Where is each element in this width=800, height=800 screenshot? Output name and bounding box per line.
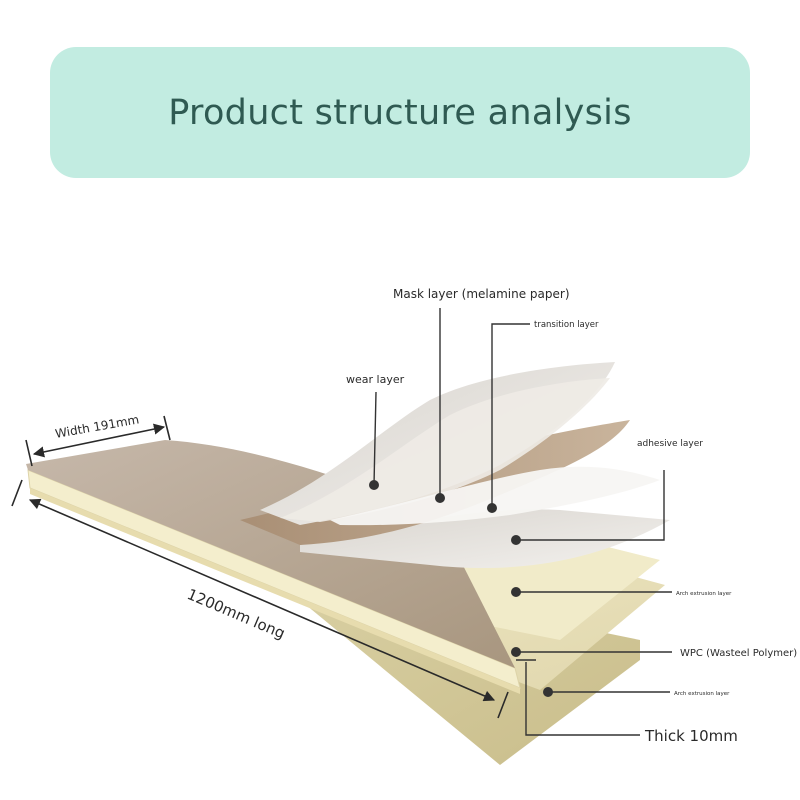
dot-mask (435, 493, 445, 503)
label-wpc: WPC (Wasteel Polymer) (680, 648, 797, 659)
label-arch1: Arch extrusion layer (676, 591, 732, 597)
length-tick-left (11, 479, 23, 507)
leader-adhesive (516, 470, 665, 541)
mask-sheet (280, 378, 610, 522)
page-title: Product structure analysis (168, 92, 632, 133)
dot-arch1 (511, 587, 521, 597)
width-arrow (32, 423, 166, 458)
dot-transition (487, 503, 497, 513)
label-width: Width 191mm (54, 412, 140, 441)
leader-wear (373, 391, 377, 486)
leader-transition (491, 323, 530, 508)
dot-arch2 (543, 687, 553, 697)
dot-wpc (511, 647, 521, 657)
label-thick: Thick 10mm (644, 727, 738, 745)
label-wear: wear layer (346, 373, 405, 386)
width-tick-left (25, 439, 33, 467)
label-adhesive: adhesive layer (637, 439, 703, 449)
label-mask: Mask layer (melamine paper) (393, 287, 570, 301)
label-transition: transition layer (534, 320, 599, 330)
label-arch2: Arch extrusion layer (674, 691, 730, 697)
length-arrow (28, 498, 496, 702)
label-length: 1200mm long (184, 585, 287, 642)
dot-adhesive (511, 535, 521, 545)
width-tick-right (163, 415, 171, 441)
dot-wear (369, 480, 379, 490)
length-tick-right (497, 691, 509, 719)
leader-thick (525, 662, 640, 736)
title-banner: Product structure analysis (50, 47, 750, 178)
